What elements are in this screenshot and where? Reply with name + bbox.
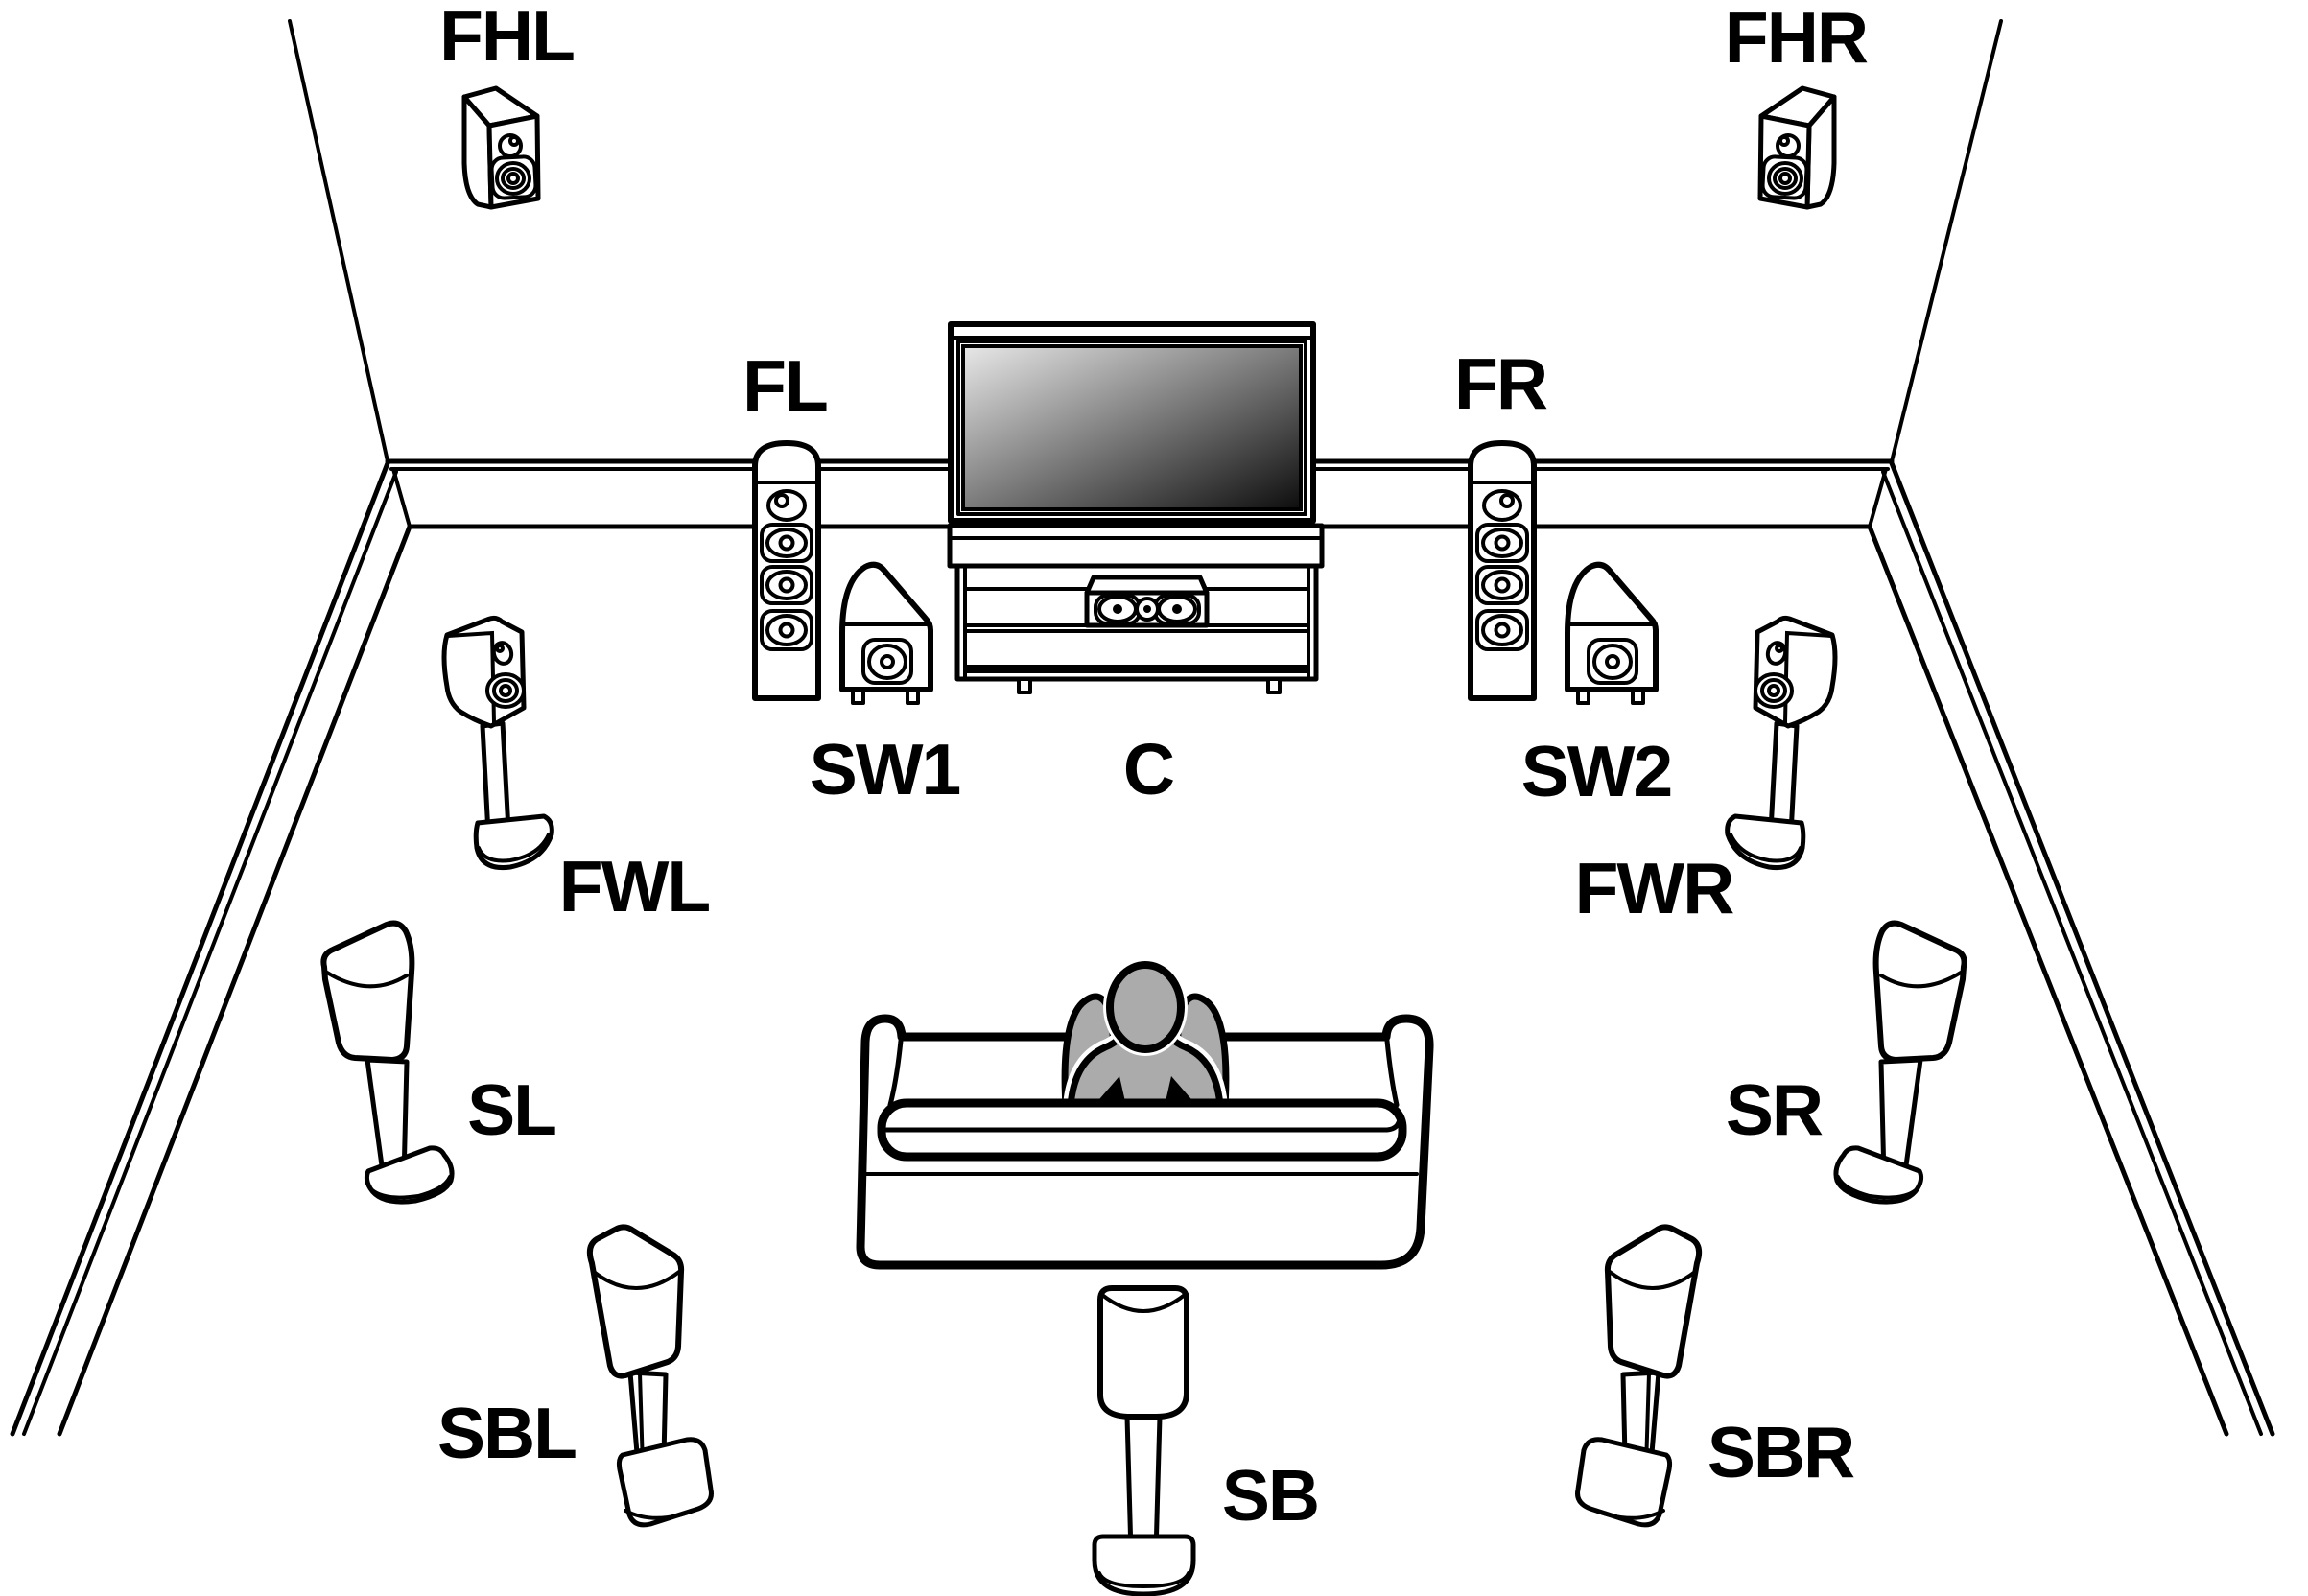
label-fr: FR <box>1454 343 1547 424</box>
speaker-icon-fwr <box>1728 618 1835 867</box>
baseboard-corner-right <box>1868 467 1888 528</box>
speaker-icon-sb <box>1092 1285 1196 1596</box>
label-sbr: SBR <box>1707 1412 1854 1492</box>
label-sw2: SW2 <box>1521 731 1672 811</box>
left-wall-floor-line-outer <box>10 460 390 1437</box>
left-wall-floor-line-inner <box>57 524 412 1437</box>
label-fhr: FHR <box>1725 0 1868 78</box>
person-head <box>1106 961 1185 1053</box>
right-wall-floor-line-mid <box>1881 470 2263 1436</box>
speaker-icon-sw1 <box>842 565 930 703</box>
label-sbl: SBL <box>437 1393 576 1473</box>
stand-foot-right <box>1266 677 1282 694</box>
tv-and-stand <box>947 321 1325 694</box>
stand-foot-left <box>1017 677 1032 694</box>
sofa <box>856 958 1434 1270</box>
speaker-icon-sbr <box>1578 1227 1700 1524</box>
right-wall-corner-line <box>1890 19 2003 463</box>
label-fwl: FWL <box>559 846 710 927</box>
speaker-icon-sbl <box>590 1227 712 1524</box>
left-wall-corner-line <box>288 19 389 463</box>
speaker-icon-sl <box>323 924 452 1203</box>
speaker-icon-fhr <box>1760 88 1834 207</box>
label-fwr: FWR <box>1575 848 1734 928</box>
labels: FHL FHR FL FR SW1 C SW2 FWL FWR SL SR SB… <box>437 0 1870 1536</box>
listener-person <box>1061 958 1230 1114</box>
speaker-icon-fl <box>755 443 818 698</box>
label-fhl: FHL <box>439 0 574 76</box>
speaker-icon-fwl <box>444 618 552 867</box>
label-sb: SB <box>1222 1455 1318 1536</box>
left-wall-floor-line-mid <box>22 470 398 1436</box>
label-c: C <box>1123 729 1174 810</box>
right-wall-floor-line-inner <box>1867 524 2229 1437</box>
speaker-icon-fhl <box>464 88 538 207</box>
speaker-icon-sr <box>1836 924 1965 1203</box>
speaker-icon-fr <box>1471 443 1534 698</box>
label-sr: SR <box>1726 1069 1823 1150</box>
room-outline <box>10 19 2275 1437</box>
label-sl: SL <box>467 1069 555 1150</box>
speaker-icon-sw2 <box>1567 565 1656 703</box>
center-speaker-icon <box>1084 575 1210 628</box>
tv-screen <box>961 344 1303 511</box>
baseboard-corner-left <box>391 467 412 528</box>
label-fl: FL <box>742 345 827 426</box>
stand-top-board <box>947 523 1325 569</box>
right-wall-floor-line-outer <box>1889 460 2275 1437</box>
label-sw1: SW1 <box>810 729 960 810</box>
